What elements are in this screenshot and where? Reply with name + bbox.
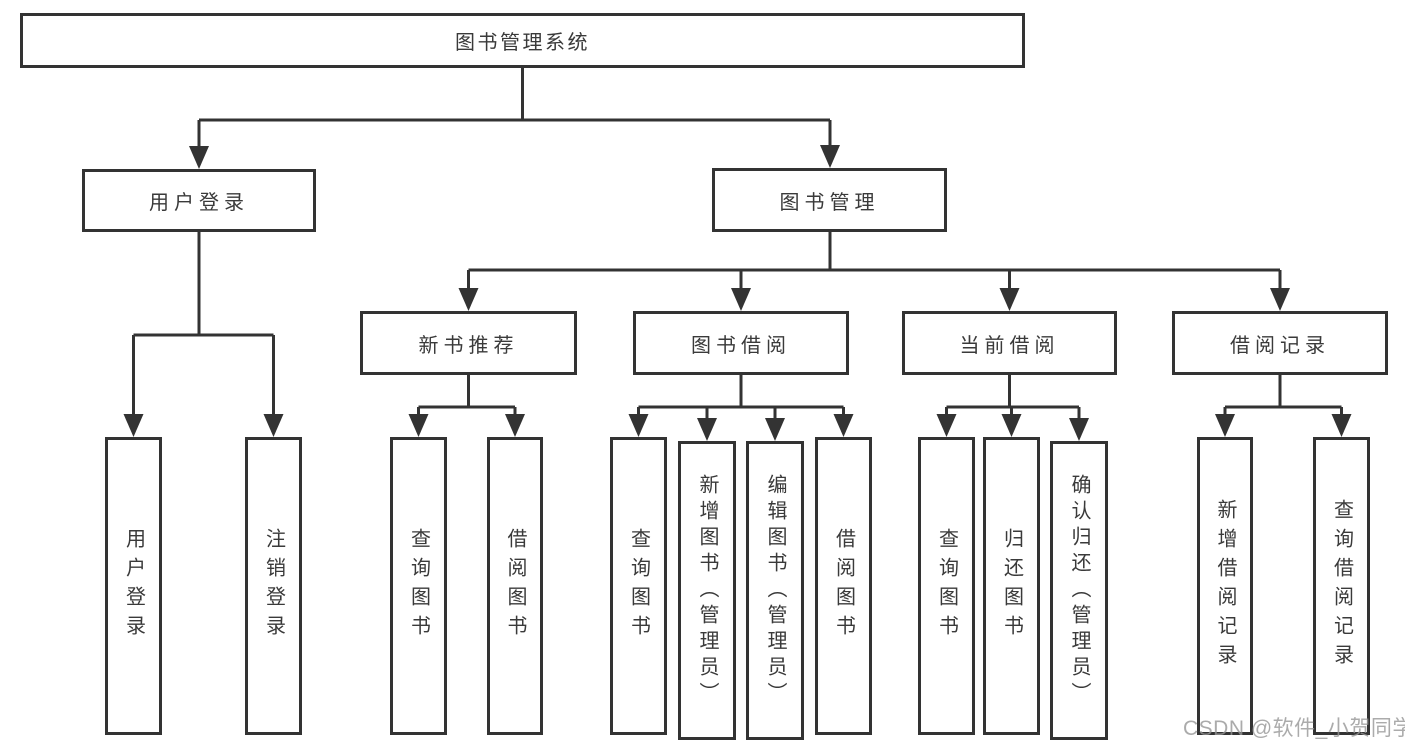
leaf-borrow-books-recommend: 借阅图书 [487, 437, 543, 735]
connector-book-borrow-branch [637, 375, 845, 425]
leaf-borrow-books-recommend-label: 借阅图书 [504, 528, 526, 644]
leaf-borrow-books: 借阅图书 [815, 437, 872, 735]
arrow-down-icon [697, 418, 717, 441]
arrow-down-icon [731, 288, 751, 311]
arrow-down-icon [1270, 288, 1290, 311]
leaf-query-books-recommend-label: 查询图书 [407, 528, 430, 644]
watermark: CSDN @软件_小贺同学 [1183, 717, 1405, 740]
leaf-query-books-borrow: 查询图书 [610, 437, 667, 735]
node-book-management-label: 图书管理 [779, 191, 880, 214]
leaf-return-books: 归还图书 [983, 437, 1040, 735]
arrow-down-icon [1069, 418, 1089, 441]
leaf-logout: 注销登录 [245, 437, 302, 735]
node-borrow-records: 借阅记录 [1172, 311, 1388, 375]
leaf-query-books-current-label: 查询图书 [935, 528, 958, 644]
node-borrow-records-label: 借阅记录 [1230, 334, 1330, 357]
arrow-down-icon [505, 414, 525, 437]
node-book-borrow: 图书借阅 [633, 311, 849, 375]
node-user-login: 用户登录 [82, 169, 316, 232]
node-current-borrow: 当前借阅 [902, 311, 1117, 375]
leaf-edit-book-admin: 编辑图书（管理员） [746, 441, 804, 740]
arrow-down-icon [189, 146, 209, 169]
connector-root-to-level2 [197, 68, 832, 150]
node-book-borrow-label: 图书借阅 [691, 334, 791, 357]
leaf-query-books-current: 查询图书 [918, 437, 975, 735]
node-current-borrow-label: 当前借阅 [959, 334, 1060, 357]
node-new-book-recommend: 新书推荐 [360, 311, 577, 375]
leaf-add-borrow-record-label: 新增借阅记录 [1214, 499, 1236, 673]
node-new-book-recommend-label: 新书推荐 [418, 334, 519, 357]
node-root: 图书管理系统 [20, 13, 1025, 68]
leaf-borrow-books-label: 借阅图书 [832, 528, 855, 644]
connector-borrow-records-branch [1223, 375, 1343, 421]
arrow-down-icon [1331, 414, 1352, 437]
arrow-down-icon [263, 414, 284, 437]
arrow-down-icon [1001, 414, 1022, 437]
leaf-edit-book-admin-label: 编辑图书（管理员） [764, 473, 786, 708]
arrow-down-icon [936, 414, 957, 437]
leaf-query-borrow-record: 查询借阅记录 [1313, 437, 1370, 735]
arrow-down-icon [765, 418, 785, 441]
leaf-add-book-admin-label: 新增图书（管理员） [696, 473, 718, 708]
arrow-down-icon [833, 414, 854, 437]
connector-book-management-branch [467, 232, 1282, 293]
leaf-add-book-admin: 新增图书（管理员） [678, 441, 736, 740]
arrow-down-icon [999, 288, 1020, 311]
leaf-add-borrow-record: 新增借阅记录 [1197, 437, 1253, 735]
leaf-query-borrow-record-label: 查询借阅记录 [1330, 499, 1353, 673]
leaf-logout-label: 注销登录 [262, 528, 285, 644]
leaf-confirm-return-admin: 确认归还（管理员） [1050, 441, 1108, 740]
connector-user-login-branch [132, 232, 275, 419]
leaf-confirm-return-admin-label: 确认归还（管理员） [1068, 473, 1090, 708]
node-root-label: 图书管理系统 [455, 32, 590, 54]
leaf-return-books-label: 归还图书 [1000, 528, 1023, 644]
leaf-user-login-label: 用户登录 [122, 528, 145, 644]
arrow-down-icon [408, 414, 429, 437]
leaf-query-books-borrow-label: 查询图书 [627, 528, 650, 644]
connector-new-book-branch [417, 375, 517, 421]
node-book-management: 图书管理 [712, 168, 947, 232]
leaf-query-books-recommend: 查询图书 [390, 437, 447, 735]
node-user-login-label: 用户登录 [149, 192, 249, 214]
arrow-down-icon [1215, 414, 1235, 437]
leaf-user-login: 用户登录 [105, 437, 162, 735]
arrow-down-icon [458, 288, 479, 311]
arrowheads [123, 145, 1352, 441]
arrow-down-icon [628, 414, 649, 437]
arrow-down-icon [820, 145, 840, 168]
arrow-down-icon [123, 414, 144, 437]
